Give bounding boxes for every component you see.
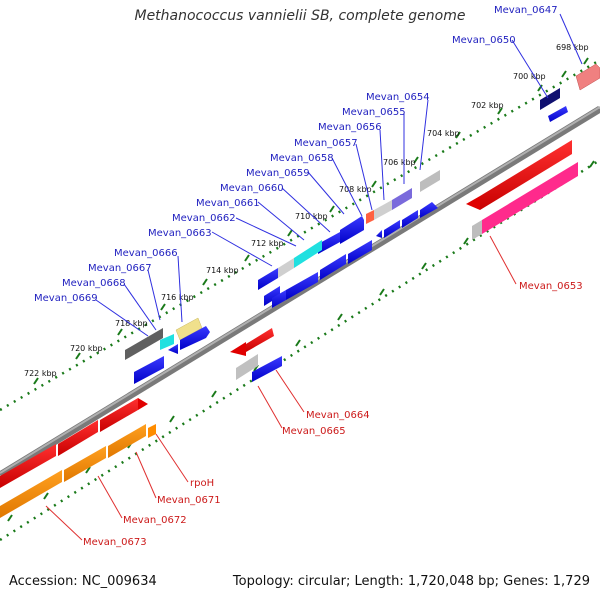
kbp-label-706: 706 kbp — [383, 158, 416, 167]
kbp-label-712: 712 kbp — [251, 239, 284, 248]
gene-mevan-0654[interactable] — [420, 170, 440, 192]
genome-summary-text: Topology: circular; Length: 1,720,048 bp… — [232, 574, 590, 589]
gene-forward-row-7[interactable] — [286, 272, 318, 300]
kbp-label-698: 698 kbp — [556, 43, 589, 52]
gene-label-mevan-0647[interactable]: Mevan_0647 — [494, 5, 558, 16]
gene-label-mevan-0658[interactable]: Mevan_0658 — [270, 153, 334, 164]
gene-label-mevan-0663[interactable]: Mevan_0663 — [148, 228, 212, 239]
gene-forward-row-9[interactable] — [180, 326, 210, 350]
gene-rpoH-red[interactable] — [100, 398, 138, 432]
kbp-label-710: 710 kbp — [295, 212, 328, 221]
gene-label-mevan-0661[interactable]: Mevan_0661 — [196, 198, 260, 209]
gene-label-mevan-0668[interactable]: Mevan_0668 — [62, 278, 126, 289]
gene-mevan-0667[interactable] — [160, 334, 174, 350]
gene-mevan-0656[interactable] — [374, 200, 392, 220]
gene-label-mevan-0667[interactable]: Mevan_0667 — [88, 263, 152, 274]
gene-mevan-0655[interactable] — [392, 188, 412, 210]
kbp-label-704: 704 kbp — [427, 129, 460, 138]
gene-mevan-0653-arrow[interactable] — [466, 196, 480, 210]
gene-label-mevan-0657[interactable]: Mevan_0657 — [294, 138, 358, 149]
gene-rpoH-orange[interactable] — [148, 424, 156, 438]
gene-label-mevan-0656[interactable]: Mevan_0656 — [318, 122, 382, 133]
gene-mevan-0673-orange[interactable] — [0, 470, 62, 518]
gene-forward-row-5[interactable] — [348, 240, 372, 264]
upper-leader-lines — [95, 13, 583, 337]
gene-label-mevan-0672[interactable]: Mevan_0672 — [123, 515, 187, 526]
gene-forward-row-10[interactable] — [168, 344, 178, 354]
forward-strand-genes — [125, 63, 600, 384]
kbp-label-718: 718 kbp — [115, 319, 148, 328]
gene-mevan-0659[interactable] — [318, 232, 340, 254]
gene-label-mevan-0666[interactable]: Mevan_0666 — [114, 248, 178, 259]
kbp-label-716: 716 kbp — [161, 293, 194, 302]
gene-mevan-0647[interactable] — [575, 63, 600, 91]
gene-mevan-0660[interactable] — [294, 240, 322, 268]
gene-mevan-0663[interactable] — [264, 286, 280, 306]
gene-label-mevan-0662[interactable]: Mevan_0662 — [172, 213, 236, 224]
major-ticks — [7, 57, 595, 522]
genome-title: Methanococcus vannielii SB, complete gen… — [134, 8, 466, 24]
gene-mevan-0672-red[interactable] — [0, 444, 56, 488]
gene-label-mevan-0655[interactable]: Mevan_0655 — [342, 107, 406, 118]
gene-mevan-0661[interactable] — [278, 258, 294, 278]
gene-forward-row-8[interactable] — [272, 290, 286, 308]
gene-mevan-0662[interactable] — [258, 268, 278, 290]
kbp-label-700: 700 kbp — [513, 72, 546, 81]
gene-mevan-0664-arrow[interactable] — [230, 342, 246, 356]
gene-label-mevan-0653[interactable]: Mevan_0653 — [519, 281, 583, 292]
gene-forward-row-3[interactable] — [384, 220, 400, 238]
gene-mevan-0665[interactable] — [236, 354, 258, 380]
kbp-label-720: 720 kbp — [70, 344, 103, 353]
gene-mevan-0650-arrow[interactable] — [548, 106, 568, 122]
gene-label-mevan-0669[interactable]: Mevan_0669 — [34, 293, 98, 304]
gene-label-mevan-0673[interactable]: Mevan_0673 — [83, 537, 147, 548]
gene-mevan-0653[interactable] — [480, 140, 572, 210]
kbp-label-702: 702 kbp — [471, 101, 504, 110]
kbp-label-722: 722 kbp — [24, 369, 57, 378]
reverse-strand-genes — [0, 140, 578, 518]
gene-label-mevan-0650[interactable]: Mevan_0650 — [452, 35, 516, 46]
gene-label-mevan-0664[interactable]: Mevan_0664 — [306, 410, 370, 421]
kbp-label-714: 714 kbp — [206, 266, 239, 275]
gene-mevan-0666[interactable] — [175, 317, 203, 341]
gene-mevan-0672-orange[interactable] — [64, 446, 106, 482]
gene-mevan-0658[interactable] — [340, 216, 364, 244]
gene-rpoH-arrow[interactable] — [138, 398, 148, 410]
gene-label-mevan-0671[interactable]: Mevan_0671 — [157, 495, 221, 506]
gene-forward-row-11[interactable] — [252, 356, 282, 382]
gene-mevan-0657[interactable] — [366, 210, 374, 224]
gene-mevan-0671-orange[interactable] — [108, 424, 146, 458]
gene-label-mevan-0654[interactable]: Mevan_0654 — [366, 92, 430, 103]
gene-mevan-0668[interactable] — [125, 328, 163, 360]
gene-mevan-0650[interactable] — [540, 88, 560, 110]
gene-mevan-0669[interactable] — [134, 356, 164, 384]
gene-mevan-0671-red[interactable] — [58, 420, 98, 456]
gene-forward-row-2[interactable] — [402, 210, 418, 228]
kbp-label-708: 708 kbp — [339, 185, 372, 194]
gene-forward-row-4[interactable] — [376, 230, 382, 238]
gene-label-mevan-0665[interactable]: Mevan_0665 — [282, 426, 346, 437]
gene-label-mevan-0659[interactable]: Mevan_0659 — [246, 168, 310, 179]
gene-label-rpoH[interactable]: rpoH — [190, 478, 214, 489]
gene-forward-row-1[interactable] — [420, 202, 438, 218]
gene-forward-row-6[interactable] — [320, 254, 346, 280]
gene-pink-1[interactable] — [482, 162, 578, 234]
gene-label-mevan-0660[interactable]: Mevan_0660 — [220, 183, 284, 194]
gene-mevan-0664[interactable] — [246, 328, 274, 352]
gene-pink-grey[interactable] — [472, 220, 482, 240]
outer-tick-track — [0, 58, 600, 412]
accession-text: Accession: NC_009634 — [9, 574, 157, 589]
lower-leader-lines — [45, 235, 517, 541]
